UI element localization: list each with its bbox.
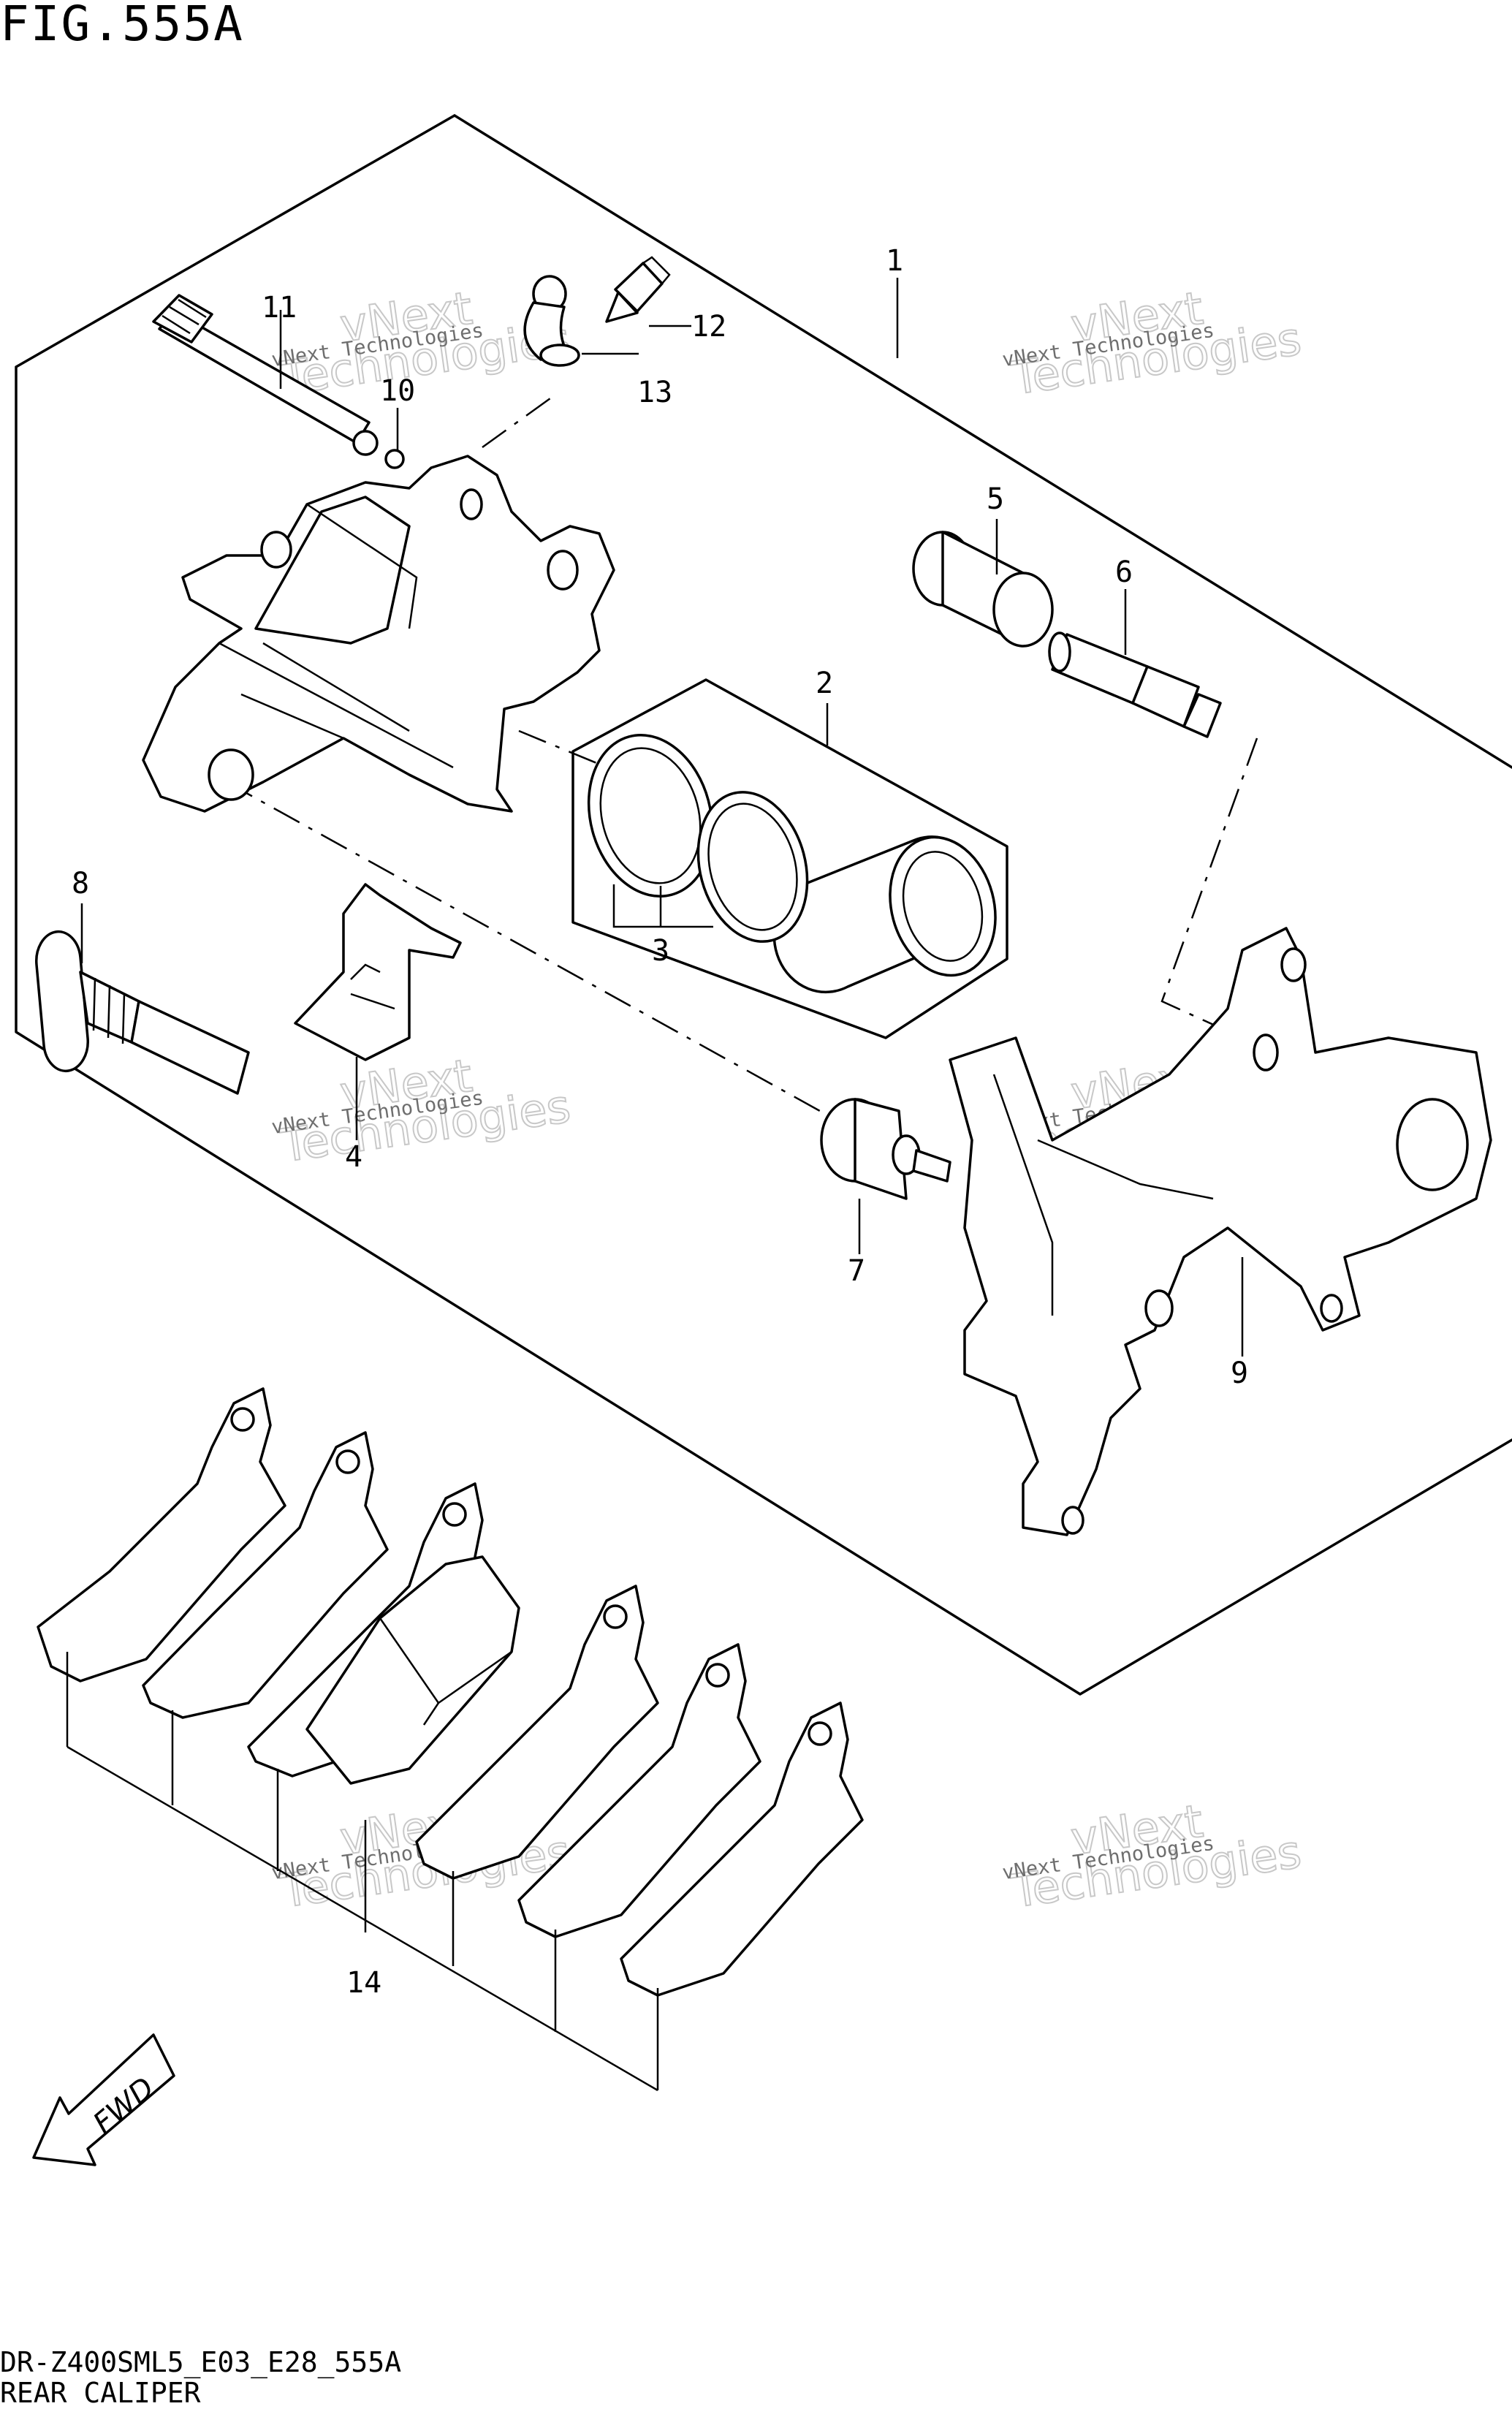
fwd-arrow-icon: FWD (32, 2033, 175, 2166)
callout-9: 9 (1231, 1357, 1249, 1390)
caliper-body (142, 455, 615, 813)
callout-7: 7 (848, 1254, 866, 1288)
callout-10: 10 (380, 374, 416, 408)
assembly-outline (15, 114, 1512, 1696)
leader-lines (80, 278, 1244, 1932)
callout-13: 13 (637, 376, 673, 409)
callout-4: 4 (345, 1140, 363, 1174)
pin-boot-part (912, 531, 1054, 648)
callout-11: 11 (262, 291, 297, 325)
callout-14: 14 (346, 1966, 382, 2000)
callout-6: 6 (1115, 555, 1133, 589)
sleeve-pin-part (1048, 631, 1222, 738)
piston-part (772, 835, 997, 994)
banjo-union-part (523, 275, 580, 367)
diagram-caption: REAR CALIPER (0, 2377, 201, 2409)
pad-spring-part (294, 883, 462, 1061)
callout-1: 1 (886, 244, 904, 278)
callout-3: 3 (652, 934, 670, 968)
figure-title: FIG.555A (0, 0, 244, 52)
callout-12: 12 (691, 310, 727, 344)
callout-8: 8 (72, 867, 90, 900)
slide-pin-part (35, 930, 250, 1095)
watermark-2: Technologies vNext vNext Technologies (1001, 281, 1305, 406)
callout-5: 5 (987, 482, 1005, 516)
callout-2: 2 (816, 667, 834, 700)
bushing-part (820, 1098, 951, 1200)
caliper-pin-part (152, 294, 379, 456)
diagram-code: DR-Z400SML5_E03_E28_555A (0, 2346, 402, 2378)
watermark-6: Technologies vNext vNext Technologies (1001, 1794, 1305, 1919)
piston-seal-part (587, 734, 809, 943)
bleeder-valve-part (605, 256, 671, 323)
o-ring-part (384, 449, 405, 469)
watermark-3: Technologies vNext vNext Technologies (270, 1048, 574, 1174)
brake-pads-part (37, 1387, 864, 2092)
caliper-bracket-part (949, 927, 1492, 1536)
piston-group-outline (571, 678, 1008, 1039)
